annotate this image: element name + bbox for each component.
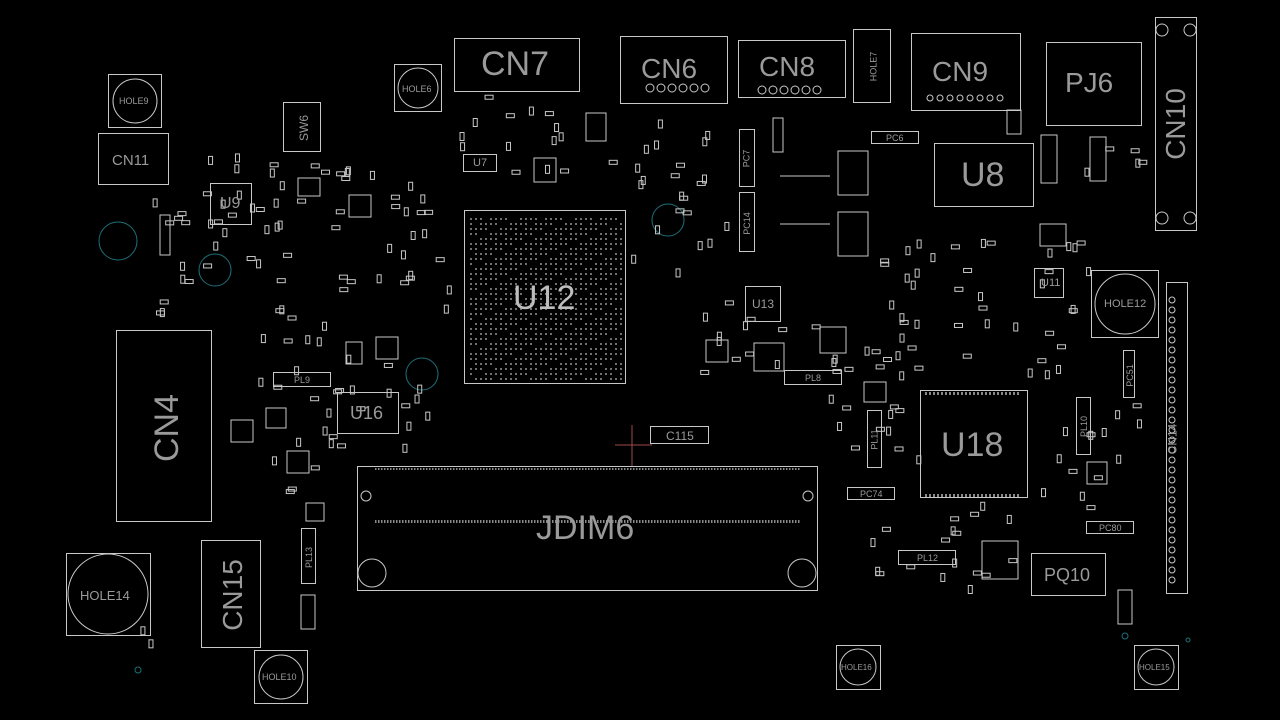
capacitor-pc80[interactable]: PC80 <box>1086 521 1134 534</box>
chip-u8[interactable]: U8 <box>934 143 1034 207</box>
connector-cn10-label: CN10 <box>1159 88 1191 160</box>
inductor-pl13-label: PL13 <box>304 546 315 569</box>
mounting-hole-hole9-label: HOLE9 <box>119 96 149 106</box>
chip-u13[interactable]: U13 <box>745 286 781 322</box>
dimm-slot-jdim6-label: JDIM6 <box>536 509 635 547</box>
capacitor-pc74-label: PC74 <box>860 489 883 499</box>
inductor-pl10-label: PL10 <box>1079 415 1090 438</box>
chip-u18-label: U18 <box>941 426 1004 464</box>
connector-cn9[interactable]: CN9 <box>911 33 1021 111</box>
inductor-pl10[interactable]: PL10 <box>1076 397 1091 455</box>
switch-sw6[interactable]: SW6 <box>283 102 321 152</box>
connector-pj6[interactable]: PJ6 <box>1046 42 1142 126</box>
chip-u8-label: U8 <box>961 156 1005 194</box>
mounting-hole-hole14[interactable]: HOLE14 <box>66 553 151 636</box>
inductor-pl8-label: PL8 <box>805 373 822 383</box>
dimm-slot-jdim6[interactable]: JDIM6 <box>357 466 818 591</box>
capacitor-pc6[interactable]: PC6 <box>871 131 919 144</box>
connector-cn7[interactable]: CN7 <box>454 38 580 92</box>
mounting-hole-hole9[interactable]: HOLE9 <box>108 74 162 128</box>
inductor-pl8[interactable]: PL8 <box>784 370 842 385</box>
chip-u11-label: U11 <box>1041 277 1061 289</box>
capacitor-c115[interactable]: C115 <box>650 426 709 444</box>
capacitor-pc80-label: PC80 <box>1099 523 1122 533</box>
chip-u18[interactable]: U18 <box>920 390 1028 498</box>
capacitor-pc14[interactable]: PC14 <box>739 192 755 252</box>
connector-cn15-label: CN15 <box>216 559 248 631</box>
connector-cn15[interactable]: CN15 <box>201 540 261 648</box>
chip-u7-label: U7 <box>473 157 488 169</box>
connector-cn11-label: CN11 <box>112 152 150 169</box>
capacitor-pc51-label: PC51 <box>1124 364 1135 387</box>
mosfet-pq10-label: PQ10 <box>1044 565 1091 585</box>
connector-cn4-label: CN4 <box>148 393 187 463</box>
mounting-hole-hole10-label: HOLE10 <box>262 672 297 682</box>
switch-sw6-label: SW6 <box>297 114 312 142</box>
mounting-hole-hole12[interactable]: HOLE12 <box>1091 270 1159 338</box>
capacitor-pc14-label: PC14 <box>741 212 752 235</box>
chip-u11[interactable]: U11 <box>1034 268 1064 298</box>
inductor-pl11-label: PL11 <box>869 429 880 450</box>
chip-u16-label: U16 <box>350 403 384 423</box>
chip-u12[interactable]: U12 <box>464 210 626 384</box>
inductor-pl12[interactable]: PL12 <box>898 550 956 565</box>
mounting-hole-hole16[interactable]: HOLE16 <box>836 645 881 690</box>
capacitor-pc51[interactable]: PC51 <box>1123 350 1135 398</box>
chip-u9[interactable]: U9 <box>210 183 252 225</box>
inductor-pl12-label: PL12 <box>917 553 939 563</box>
chip-u9-label: U9 <box>220 195 241 212</box>
connector-cn6-label: CN6 <box>641 53 698 84</box>
connector-cn11[interactable]: CN11 <box>98 133 169 185</box>
connector-cn9-label: CN9 <box>932 56 989 87</box>
connector-cn10[interactable]: CN10 <box>1155 17 1197 231</box>
connector-cn14[interactable]: CN14 <box>1165 282 1188 594</box>
capacitor-pc6-label: PC6 <box>886 133 904 143</box>
mounting-hole-hole14-label: HOLE14 <box>80 588 130 603</box>
capacitor-pc7-label: PC7 <box>741 149 752 168</box>
inductor-pl9[interactable]: PL9 <box>273 372 331 387</box>
connector-cn8-label: CN8 <box>759 51 816 82</box>
mounting-hole-hole12-label: HOLE12 <box>1104 298 1147 310</box>
inductor-pl11[interactable]: PL11 <box>867 410 882 468</box>
connector-cn8[interactable]: CN8 <box>738 40 846 98</box>
chip-u16[interactable]: U16 <box>337 392 399 434</box>
mounting-hole-hole10[interactable]: HOLE10 <box>254 650 308 704</box>
inductor-pl9-label: PL9 <box>294 375 311 385</box>
connector-cn4[interactable]: CN4 <box>116 330 212 522</box>
chip-u7[interactable]: U7 <box>463 154 497 172</box>
capacitor-pc74[interactable]: PC74 <box>847 487 895 500</box>
connector-pj6-label: PJ6 <box>1065 67 1114 98</box>
capacitor-pc7[interactable]: PC7 <box>739 129 755 187</box>
inductor-pl13[interactable]: PL13 <box>301 528 316 584</box>
chip-u12-label: U12 <box>513 279 576 317</box>
capacitor-c115-label: C115 <box>666 429 694 443</box>
mounting-hole-hole6-label: HOLE6 <box>402 84 432 94</box>
connector-cn14-label: CN14 <box>1165 423 1180 455</box>
mounting-hole-hole15[interactable]: HOLE15 <box>1134 645 1179 690</box>
mounting-hole-hole15-label: HOLE15 <box>1139 663 1170 672</box>
mounting-hole-hole6[interactable]: HOLE6 <box>394 64 442 112</box>
connector-cn7-label: CN7 <box>481 45 550 83</box>
mosfet-pq10[interactable]: PQ10 <box>1031 553 1106 596</box>
mounting-hole-hole7-label: HOLE7 <box>868 51 879 82</box>
connector-cn6[interactable]: CN6 <box>620 36 728 104</box>
mounting-hole-hole16-label: HOLE16 <box>841 663 872 672</box>
mounting-hole-hole7[interactable]: HOLE7 <box>853 29 891 103</box>
chip-u13-label: U13 <box>752 297 775 311</box>
